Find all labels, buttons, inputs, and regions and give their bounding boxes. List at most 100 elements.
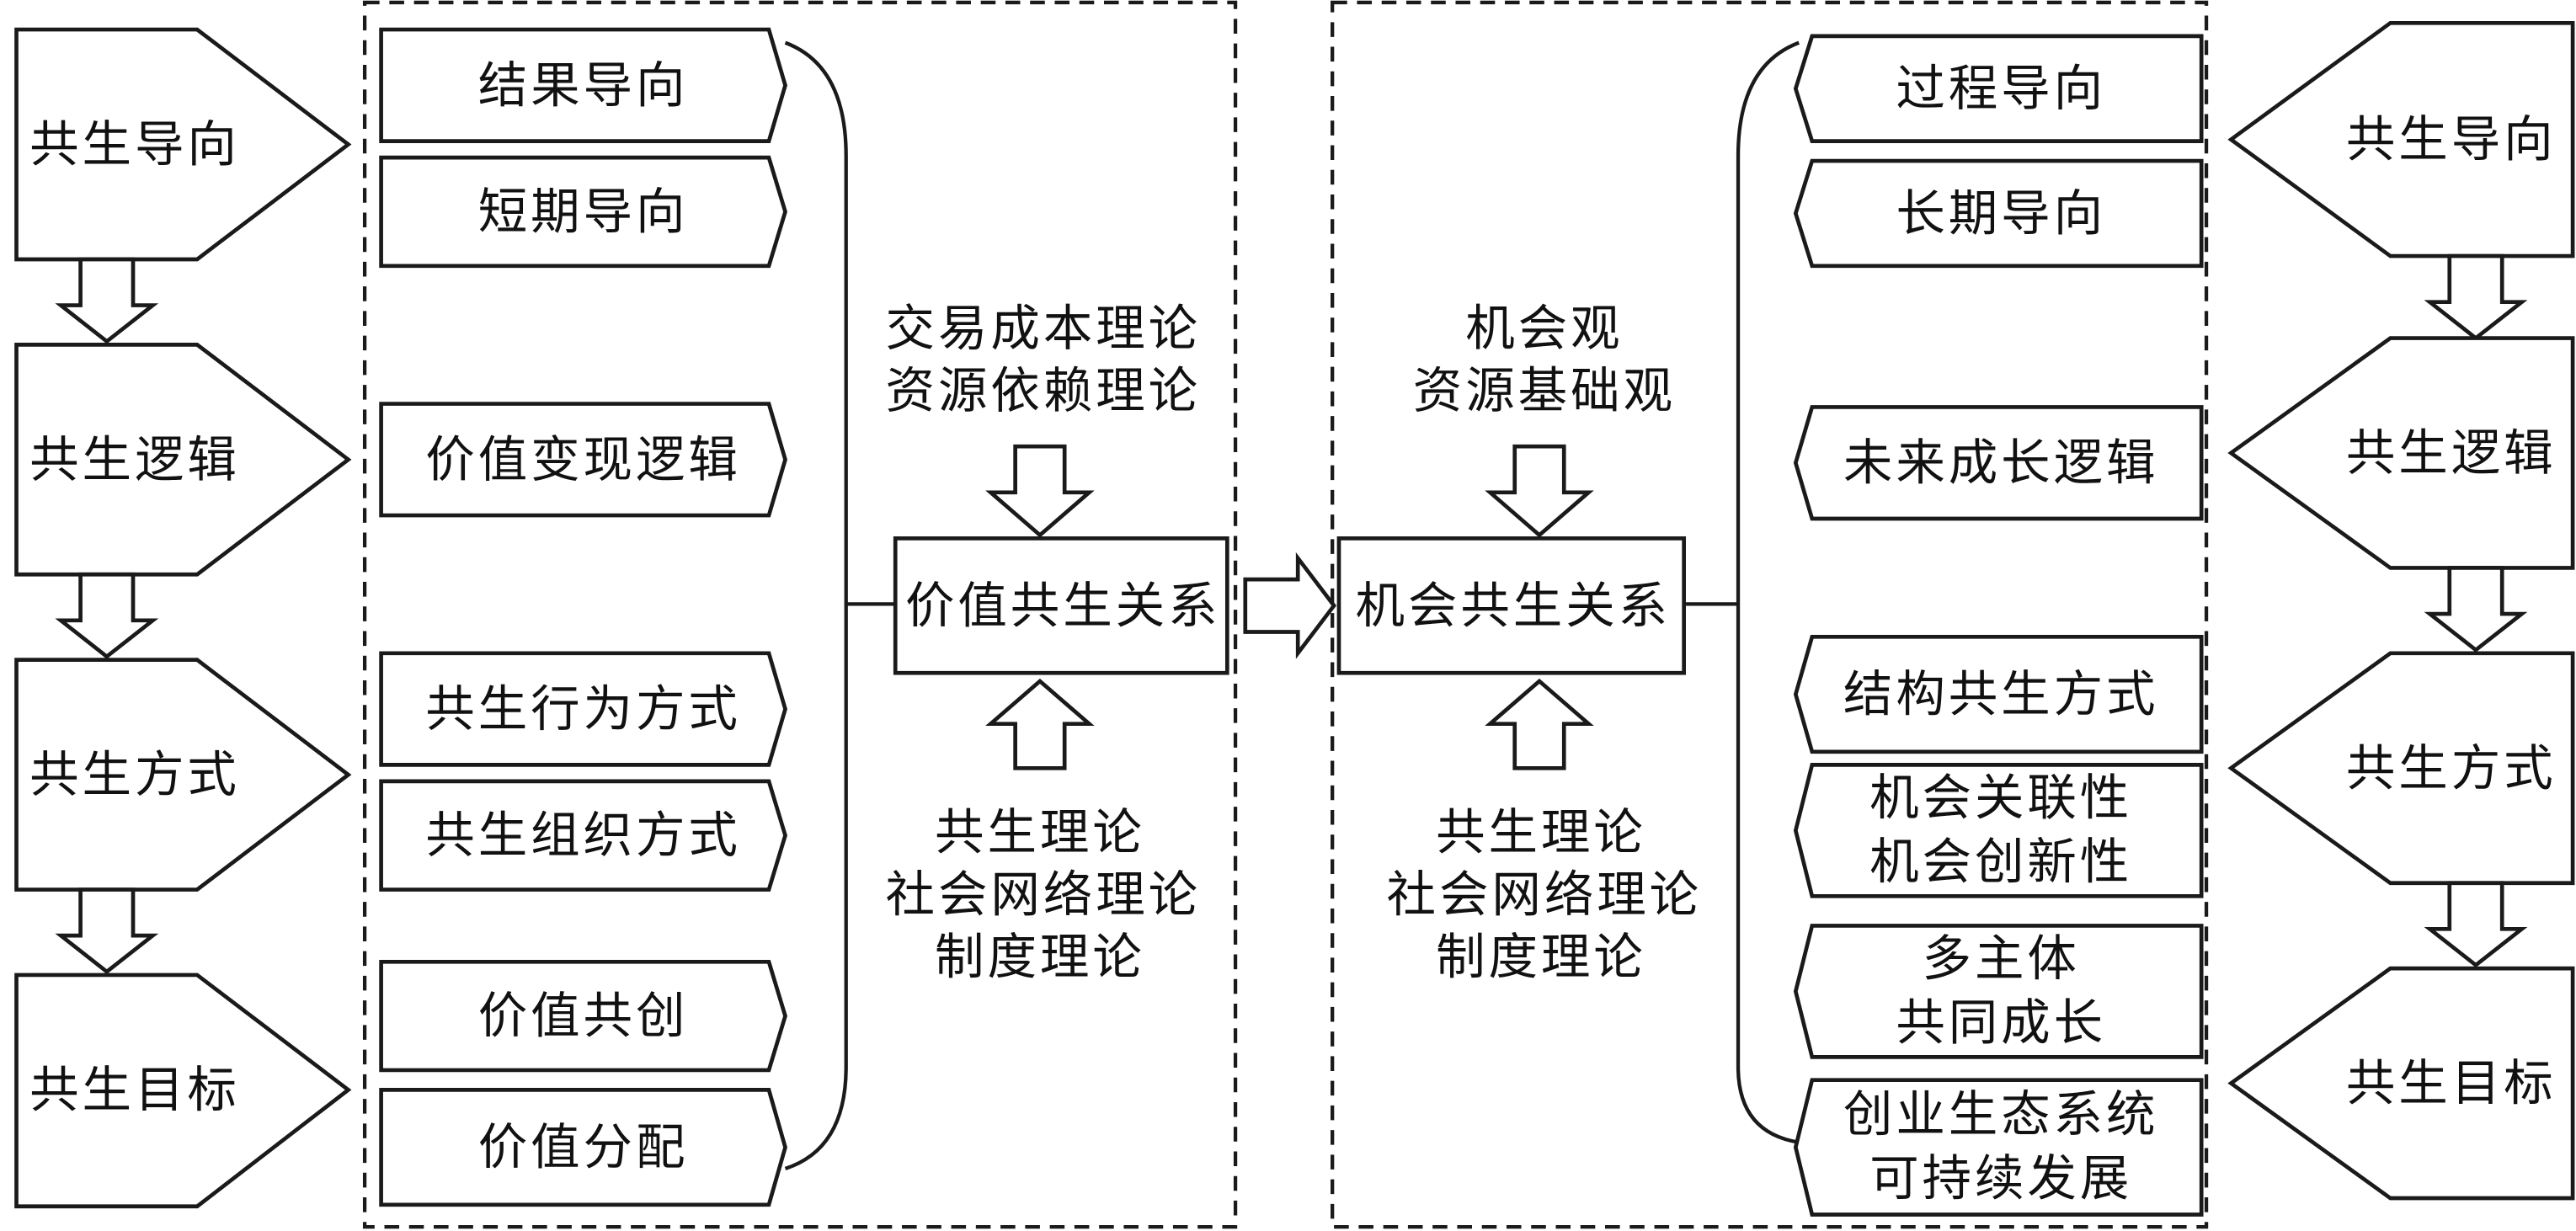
opportunity-upper-theory: 资源基础观 — [1413, 362, 1676, 419]
opportunity-box-2: 长期导向 — [1793, 158, 2204, 269]
opportunity-symbiosis-box-shape — [1336, 536, 1687, 675]
opportunity-box-label: 创业生态系统 — [1843, 1086, 2159, 1143]
value-box-shape — [379, 155, 787, 269]
opportunity-upper-theory: 机会观 — [1465, 300, 1623, 357]
right-pentagon-goal: 共生目标 — [2227, 966, 2575, 1201]
value-upper-theory: 资源依赖理论 — [886, 362, 1202, 419]
up-arrow-icon — [985, 678, 1095, 770]
opportunity-box-label: 结构共生方式 — [1843, 666, 2159, 723]
opportunity-box-label: 未来成长逻辑 — [1843, 434, 2159, 492]
down-arrow-icon — [55, 257, 159, 344]
pentagon-arrow-shape — [14, 973, 352, 1209]
opportunity-box-label: 共同成长 — [1896, 994, 2106, 1051]
right-pentagon-label: 共生目标 — [2346, 1055, 2557, 1112]
value-symbiosis-box: 价值共生关系 — [893, 536, 1229, 675]
right-pentagon-label: 共生方式 — [2346, 739, 2557, 797]
left-pentagon-orientation: 共生导向 — [14, 27, 352, 262]
opportunity-box-6: 多主体 共同成长 — [1793, 924, 2204, 1059]
opportunity-lower-theory: 制度理论 — [1436, 928, 1646, 985]
up-arrow-icon — [1485, 678, 1594, 770]
left-pentagon-label: 共生目标 — [29, 1061, 240, 1118]
down-arrow-icon — [985, 444, 1095, 538]
value-box-label: 结果导向 — [478, 56, 689, 114]
value-box-shape — [379, 651, 787, 767]
opportunity-panel: 机会观 资源基础观 机会共生关系 共生理论 社会网络理论 制度理论 过程导向 长… — [1331, 0, 2209, 1229]
opportunity-box-label: 长期导向 — [1896, 184, 2106, 242]
value-upper-theory: 交易成本理论 — [886, 300, 1202, 357]
opportunity-box-4: 结构共生方式 — [1793, 635, 2204, 754]
opportunity-box-shape — [1793, 763, 2204, 898]
value-box-label: 共生行为方式 — [425, 680, 741, 738]
opportunity-box-1: 过程导向 — [1793, 34, 2204, 143]
opportunity-box-shape — [1793, 34, 2204, 143]
value-box-1: 结果导向 — [379, 27, 787, 143]
opportunity-box-label: 多主体 — [1923, 930, 2080, 987]
pentagon-arrow-shape — [14, 658, 352, 892]
opportunity-box-shape — [1793, 1078, 2204, 1217]
value-box-2: 短期导向 — [379, 155, 787, 269]
opportunity-box-label: 机会创新性 — [1869, 833, 2132, 890]
right-pentagon-label: 共生逻辑 — [2346, 424, 2557, 482]
value-symbiosis-label: 价值共生关系 — [905, 577, 1221, 634]
value-panel-dashed-border — [362, 0, 1238, 1229]
left-pentagon-goal: 共生目标 — [14, 973, 352, 1209]
pentagon-arrow-shape — [2227, 20, 2575, 258]
down-arrow-icon — [55, 887, 159, 974]
opportunity-box-shape — [1793, 924, 2204, 1059]
opportunity-panel-dashed-border — [1331, 0, 2209, 1229]
right-arrow-icon — [1243, 552, 1337, 659]
opportunity-box-shape — [1793, 405, 2204, 521]
value-box-label: 价值共创 — [478, 988, 689, 1045]
value-lower-theory: 共生理论 — [935, 803, 1145, 861]
value-box-5: 共生组织方式 — [379, 779, 787, 892]
right-column: 共生导向 共生逻辑 共生方式 共生目标 — [2227, 20, 2575, 1201]
value-box-4: 共生行为方式 — [379, 651, 787, 767]
opportunity-box-3: 未来成长逻辑 — [1793, 405, 2204, 521]
value-box-7: 价值分配 — [379, 1088, 787, 1207]
right-pentagon-logic: 共生逻辑 — [2227, 336, 2575, 570]
down-arrow-icon — [2424, 253, 2528, 341]
opportunity-box-7: 创业生态系统 可持续发展 — [1793, 1078, 2204, 1217]
value-panel: 结果导向 短期导向 价值变现逻辑 共生行为方式 共生组织方式 价值共创 价值分配 — [362, 0, 1238, 1229]
opportunity-box-label: 机会关联性 — [1869, 769, 2132, 826]
opportunity-box-5: 机会关联性 机会创新性 — [1793, 763, 2204, 898]
value-lower-theory: 制度理论 — [935, 928, 1145, 985]
right-pentagon-orientation: 共生导向 — [2227, 20, 2575, 258]
value-box-label: 共生组织方式 — [425, 807, 741, 864]
left-pentagon-label: 共生逻辑 — [29, 431, 240, 488]
left-pentagon-label: 共生方式 — [29, 746, 240, 803]
right-pentagon-label: 共生导向 — [2346, 111, 2557, 168]
value-box-label: 价值分配 — [478, 1119, 689, 1176]
opportunity-box-shape — [1793, 635, 2204, 754]
pentagon-arrow-shape — [2227, 651, 2575, 886]
left-column: 共生导向 共生逻辑 共生方式 共生目标 — [14, 27, 352, 1209]
down-arrow-icon — [55, 572, 159, 659]
opportunity-box-label: 可持续发展 — [1869, 1150, 2132, 1207]
value-box-shape — [379, 402, 787, 518]
value-panel-brace — [784, 40, 848, 1170]
down-arrow-icon — [2424, 566, 2528, 653]
opportunity-lower-theory: 社会网络理论 — [1387, 866, 1703, 923]
pentagon-arrow-shape — [14, 27, 352, 262]
value-box-shape — [379, 779, 787, 892]
left-pentagon-logic: 共生逻辑 — [14, 343, 352, 577]
down-arrow-icon — [2424, 881, 2528, 968]
value-box-label: 短期导向 — [478, 183, 689, 240]
value-box-label: 价值变现逻辑 — [425, 431, 741, 488]
left-pentagon-mode: 共生方式 — [14, 658, 352, 892]
value-symbiosis-box-shape — [893, 536, 1229, 675]
opportunity-box-label: 过程导向 — [1896, 60, 2106, 117]
down-arrow-icon — [1485, 444, 1594, 538]
value-box-shape — [379, 27, 787, 143]
left-pentagon-label: 共生导向 — [29, 116, 240, 173]
pentagon-arrow-shape — [14, 343, 352, 577]
pentagon-arrow-shape — [2227, 336, 2575, 570]
opportunity-symbiosis-label: 机会共生关系 — [1355, 577, 1671, 634]
opportunity-symbiosis-box: 机会共生关系 — [1336, 536, 1687, 675]
value-box-shape — [379, 959, 787, 1073]
value-box-shape — [379, 1088, 787, 1207]
value-lower-theory: 社会网络理论 — [886, 866, 1202, 923]
opportunity-panel-brace — [1736, 40, 1800, 1144]
pentagon-arrow-shape — [2227, 966, 2575, 1201]
